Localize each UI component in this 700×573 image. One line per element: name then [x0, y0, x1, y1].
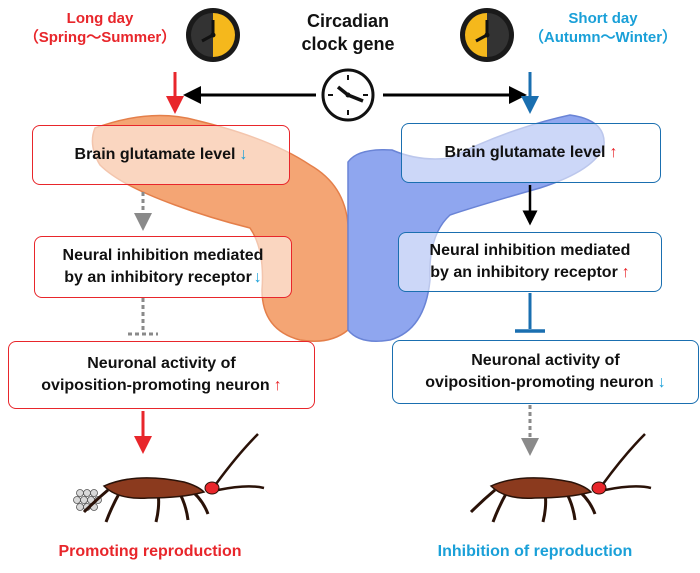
- left-inhibition-arrow: ↓: [253, 269, 262, 286]
- left-activity-arrow: ↑: [273, 377, 282, 394]
- circadian-line2: clock gene: [301, 33, 395, 54]
- right-activity-box: Neuronal activity of oviposition-promoti…: [392, 340, 699, 404]
- short-day-label: Short day （Autumn～Winter）: [512, 10, 694, 48]
- left-glutamate-box: Brain glutamate level ↓: [32, 125, 290, 185]
- long-day-season: （Spring～Summer）: [23, 28, 177, 46]
- clock-icon: [321, 68, 375, 122]
- right-activity-line2: oviposition-promoting neuron: [425, 374, 654, 391]
- right-glutamate-box: Brain glutamate level ↑: [401, 123, 661, 183]
- season-clock-icon: [460, 8, 514, 62]
- left-glutamate-text: Brain glutamate level: [74, 146, 236, 164]
- circadian-line1: Circadian: [306, 11, 390, 31]
- right-activity-line1: Neuronal activity of: [471, 352, 620, 370]
- insect-icon: [82, 432, 266, 524]
- short-day-title: Short day: [568, 10, 638, 27]
- left-inhibition-box: Neural inhibition mediated by an inhibit…: [34, 236, 292, 298]
- long-day-title: Long day: [66, 10, 134, 27]
- right-inhibition-arrow: ↑: [621, 264, 630, 281]
- right-glutamate-arrow: ↑: [609, 144, 618, 162]
- left-activity-line1: Neuronal activity of: [87, 355, 236, 373]
- right-inhibition-line1: Neural inhibition mediated: [429, 242, 631, 260]
- circadian-label: Circadian clock gene: [268, 10, 428, 55]
- left-inhibition-line2: by an inhibitory receptor: [64, 269, 252, 286]
- left-outcome-label: Promoting reproduction: [58, 543, 242, 560]
- left-glutamate-arrow: ↓: [239, 146, 248, 164]
- season-clock-icon: [186, 8, 240, 62]
- long-day-label: Long day （Spring～Summer）: [10, 10, 190, 48]
- right-glutamate-text: Brain glutamate level: [444, 144, 606, 162]
- left-inhibition-line1: Neural inhibition mediated: [62, 247, 264, 265]
- right-inhibition-line2: by an inhibitory receptor: [430, 264, 618, 281]
- short-day-season: （Autumn～Winter）: [528, 28, 678, 46]
- right-outcome-label: Inhibition of reproduction: [437, 543, 633, 560]
- insect-icon: [469, 432, 653, 524]
- right-inhibition-box: Neural inhibition mediated by an inhibit…: [398, 232, 662, 292]
- left-activity-line2: oviposition-promoting neuron: [41, 377, 270, 394]
- right-activity-arrow: ↓: [657, 374, 666, 391]
- left-activity-box: Neuronal activity of oviposition-promoti…: [8, 341, 315, 409]
